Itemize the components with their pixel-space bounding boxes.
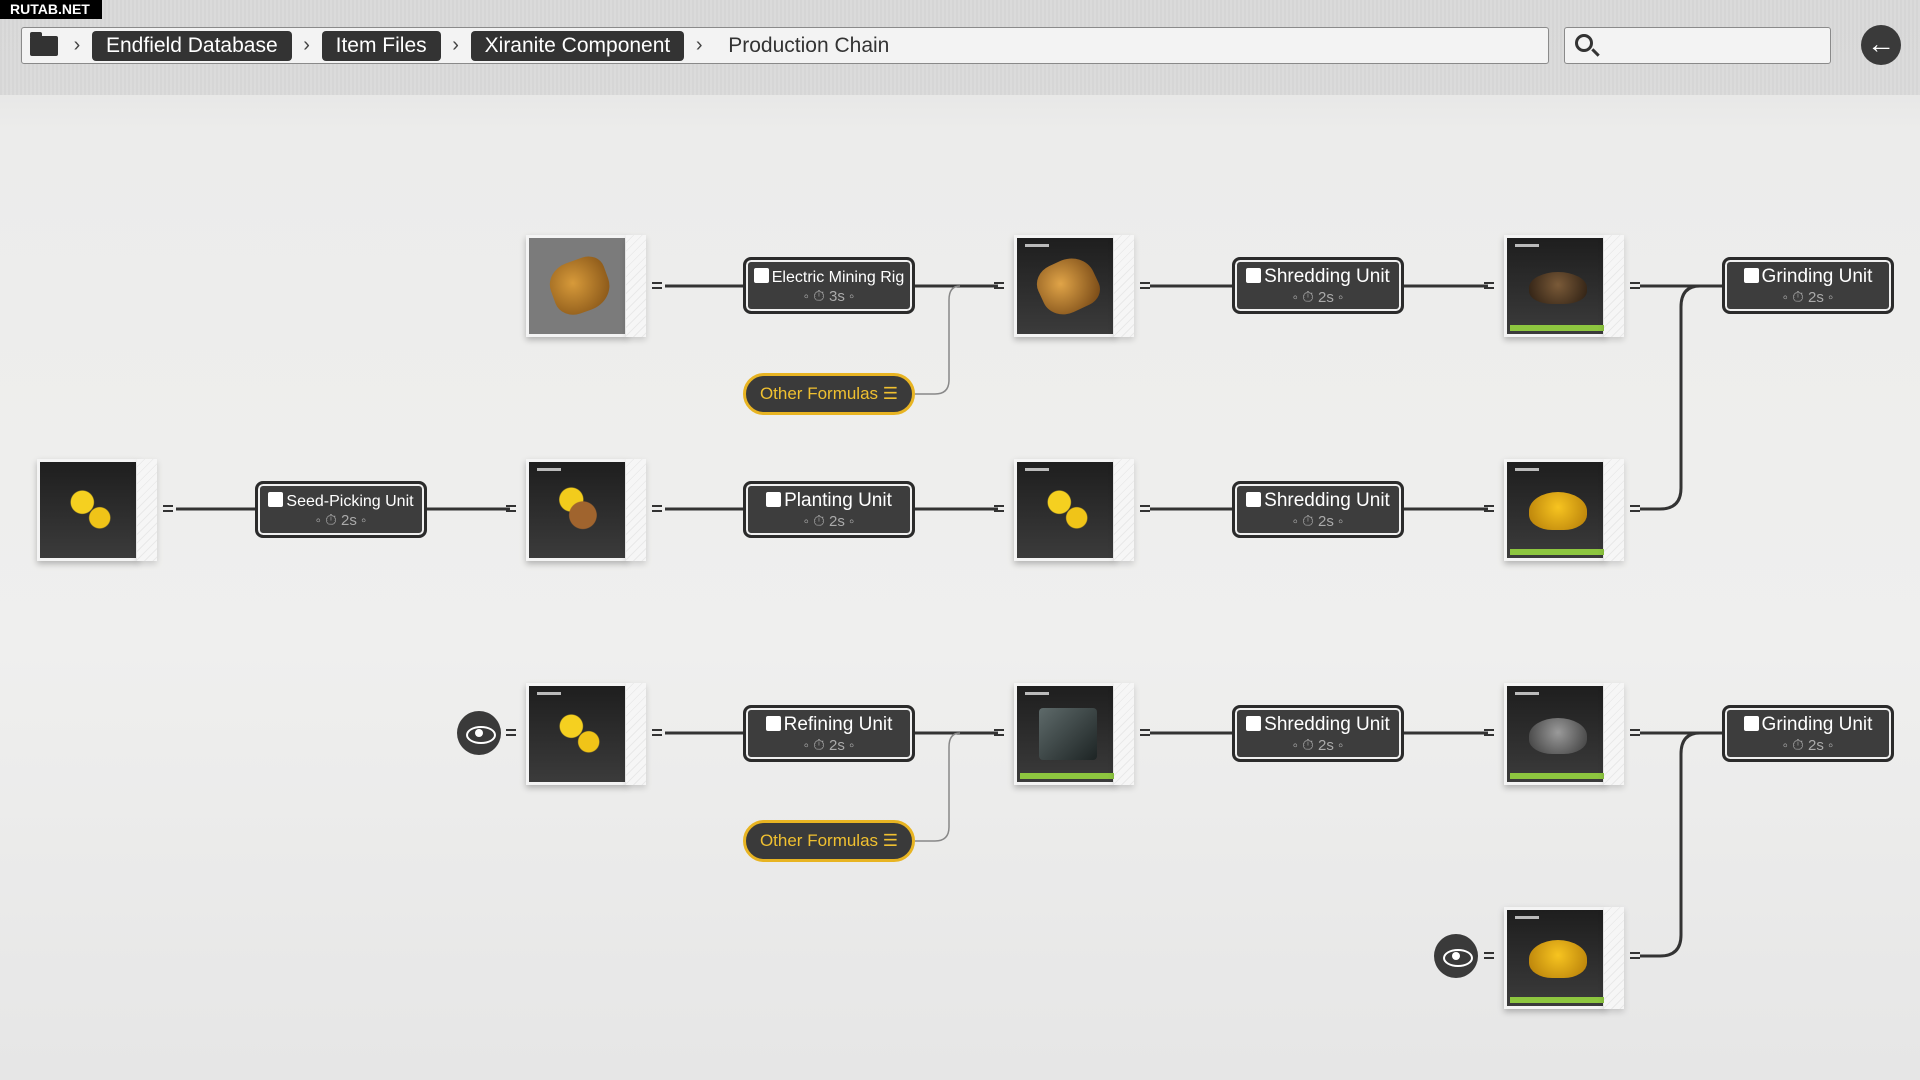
back-button[interactable]: ←: [1861, 25, 1901, 65]
watermark: RUTAB.NET: [0, 0, 102, 19]
powder-icon: [1529, 718, 1587, 754]
machine-icon: [753, 268, 769, 283]
item-card-seed-fruit[interactable]: [526, 459, 648, 565]
breadcrumb-endfield-database[interactable]: Endfield Database: [92, 30, 292, 61]
chevron-right-icon: ›: [695, 34, 703, 56]
machine-planting-unit[interactable]: Planting Unit◦ ⏱ 2s ◦: [743, 481, 915, 538]
machine-seed-picking-unit[interactable]: Seed-Picking Unit◦ ⏱ 2s ◦: [255, 481, 427, 538]
ore-icon: [543, 251, 617, 321]
search-input[interactable]: [1564, 27, 1831, 64]
machine-icon: [765, 716, 781, 731]
breadcrumb-xiranite-component[interactable]: Xiranite Component: [470, 30, 685, 61]
machine-grinding-unit[interactable]: Grinding Unit◦ ⏱ 2s ◦: [1722, 705, 1894, 762]
item-card-flower-seed[interactable]: [37, 459, 159, 565]
item-card-flower[interactable]: [1014, 459, 1136, 565]
link-row-4: [1640, 731, 1701, 958]
other-formulas-button[interactable]: Other Formulas ☰: [743, 373, 915, 415]
item-card-gray-powder[interactable]: [1504, 683, 1626, 789]
machine-icon: [1246, 492, 1262, 507]
machine-icon: [1743, 716, 1759, 731]
equals-icon: [1140, 729, 1150, 736]
item-card-ore-raw[interactable]: [526, 235, 648, 341]
powder-icon: [1529, 492, 1587, 530]
machine-electric-mining-rig[interactable]: Electric Mining Rig◦ ⏱ 3s ◦: [743, 257, 915, 314]
link-row-2: [176, 284, 1701, 511]
breadcrumb-current: Production Chain: [728, 33, 890, 57]
equals-icon: [1140, 282, 1150, 289]
chevron-right-icon: ›: [73, 34, 81, 56]
breadcrumb: › Endfield Database › Item Files › Xiran…: [21, 27, 1549, 64]
other-formulas-button[interactable]: Other Formulas ☰: [743, 820, 915, 862]
cube-icon: [1039, 708, 1097, 760]
item-card-ore[interactable]: [1014, 235, 1136, 341]
flower-icon: [1039, 484, 1097, 536]
view-toggle-eye-icon[interactable]: [457, 711, 501, 755]
equals-icon: [652, 729, 662, 736]
item-card-cube[interactable]: [1014, 683, 1136, 789]
folder-icon[interactable]: [30, 31, 58, 56]
item-card-yellow-powder[interactable]: [1504, 907, 1626, 1013]
equals-icon: [1140, 505, 1150, 512]
seed-icon: [551, 484, 609, 536]
chevron-right-icon: ›: [452, 34, 459, 56]
equals-icon: [652, 282, 662, 289]
machine-shredding-unit[interactable]: Shredding Unit◦ ⏱ 2s ◦: [1232, 481, 1404, 538]
item-card-flower[interactable]: [526, 683, 648, 789]
equals-icon: [163, 505, 173, 512]
equals-icon: [1630, 505, 1640, 512]
link-other-formulas-2: [915, 732, 961, 842]
list-icon: ☰: [882, 384, 899, 403]
machine-icon: [268, 492, 284, 507]
machine-icon: [1743, 268, 1759, 283]
equals-icon: [1630, 282, 1640, 289]
ore-icon: [1030, 250, 1106, 322]
machine-shredding-unit[interactable]: Shredding Unit◦ ⏱ 2s ◦: [1232, 257, 1404, 314]
search-icon: [1575, 34, 1593, 52]
machine-icon: [1246, 716, 1262, 731]
powder-icon: [1529, 272, 1587, 304]
machine-grinding-unit[interactable]: Grinding Unit◦ ⏱ 2s ◦: [1722, 257, 1894, 314]
machine-icon: [1246, 268, 1262, 283]
equals-icon: [1630, 729, 1640, 736]
item-card-ore-powder[interactable]: [1504, 235, 1626, 341]
equals-icon: [1630, 952, 1640, 959]
breadcrumb-item-files[interactable]: Item Files: [321, 30, 441, 61]
machine-shredding-unit[interactable]: Shredding Unit◦ ⏱ 2s ◦: [1232, 705, 1404, 762]
powder-icon: [1529, 940, 1587, 978]
flower-icon: [62, 484, 120, 536]
view-toggle-eye-icon[interactable]: [1434, 934, 1478, 978]
machine-refining-unit[interactable]: Refining Unit◦ ⏱ 2s ◦: [743, 705, 915, 762]
link-other-formulas-1: [915, 285, 961, 395]
list-icon: ☰: [882, 831, 899, 850]
chevron-right-icon: ›: [303, 34, 310, 56]
equals-icon: [652, 505, 662, 512]
item-card-yellow-powder[interactable]: [1504, 459, 1626, 565]
flower-icon: [551, 708, 609, 760]
machine-icon: [766, 492, 782, 507]
